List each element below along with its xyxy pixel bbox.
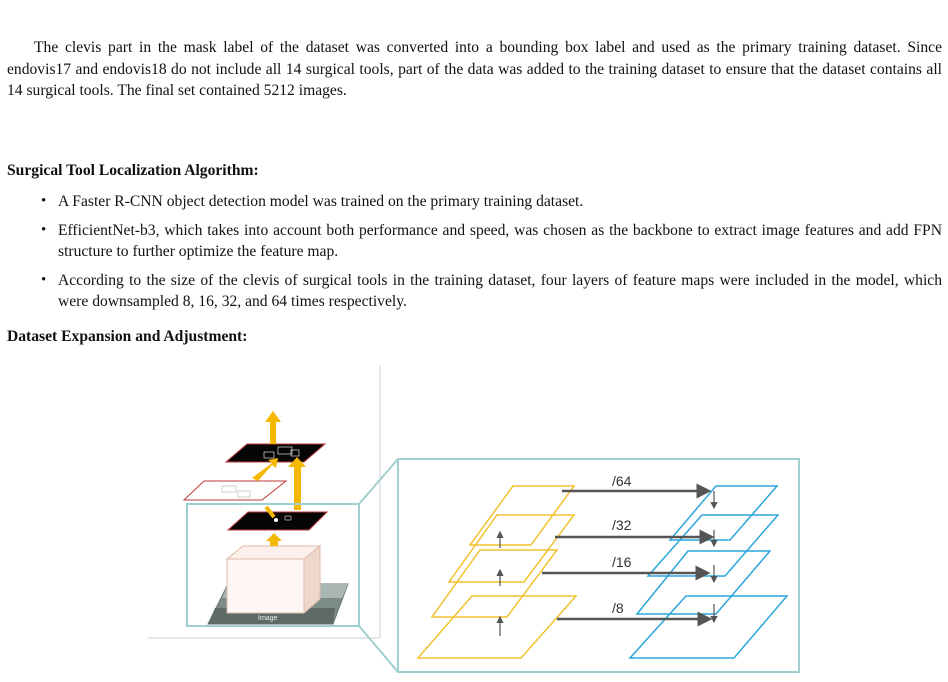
section-heading-localization: Surgical Tool Localization Algorithm: xyxy=(7,162,259,179)
arrow-icon xyxy=(266,533,282,546)
connector-line xyxy=(358,458,399,505)
arrow-icon xyxy=(252,458,278,481)
scale-label: /64 xyxy=(612,473,632,489)
feature-map-top xyxy=(224,443,327,463)
backbone-block xyxy=(225,544,322,615)
arrow-icon xyxy=(264,505,276,519)
bullet-icon: • xyxy=(41,221,47,238)
arrow-icon xyxy=(288,457,306,510)
list-item: • A Faster R-CNN object detection model w… xyxy=(0,191,942,213)
bullet-text: EfficientNet-b3, which takes into accoun… xyxy=(58,221,942,261)
list-item: • EfficientNet-b3, which takes into accou… xyxy=(0,220,942,263)
image-label: Image xyxy=(258,615,278,622)
connector-line xyxy=(358,625,399,673)
lateral-connections xyxy=(542,483,715,627)
bullet-text: A Faster R-CNN object detection model wa… xyxy=(58,193,584,210)
bullet-list: • A Faster R-CNN object detection model w… xyxy=(0,191,942,320)
section-heading-expansion: Dataset Expansion and Adjustment: xyxy=(7,328,248,345)
scale-label: /32 xyxy=(612,517,632,533)
body-paragraph: The clevis part in the mask label of the… xyxy=(7,39,942,99)
feature-map-outline xyxy=(182,480,288,501)
list-item: • According to the size of the clevis of … xyxy=(0,270,942,313)
scale-label: /16 xyxy=(612,554,632,570)
highlight-frame xyxy=(186,503,360,627)
fpn-figure: Image xyxy=(148,365,800,673)
bullet-icon: • xyxy=(41,193,47,209)
bottom-up-pathway xyxy=(416,485,578,659)
detail-frame xyxy=(397,458,800,673)
bullet-text: According to the size of the clevis of s… xyxy=(58,271,942,311)
top-down-pathway xyxy=(628,485,789,659)
bullet-icon: • xyxy=(41,271,47,288)
scale-label: /8 xyxy=(612,600,624,616)
arrow-icon xyxy=(265,411,281,444)
